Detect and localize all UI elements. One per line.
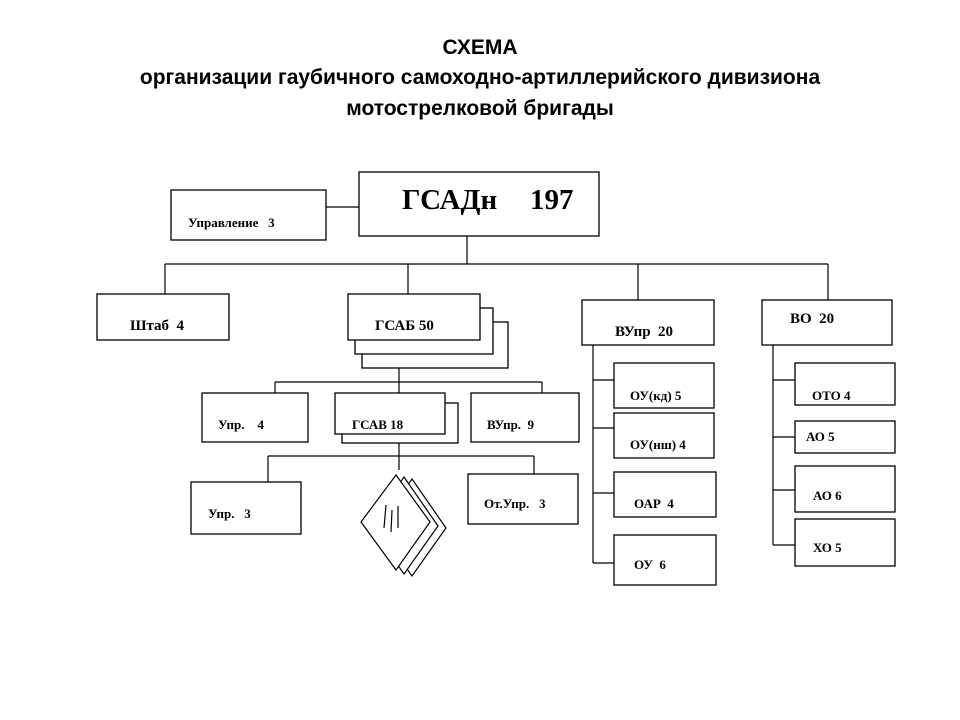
node-shtab-box (96, 293, 230, 341)
node-oto-box (794, 362, 896, 406)
node-gsab-upr-label: Упр. 4 (218, 417, 264, 432)
node-ou-nsh-box (613, 412, 715, 459)
node-ao6-box (794, 465, 896, 513)
node-xo-label: ХО 5 (813, 540, 842, 555)
node-root-count: 197 (530, 184, 574, 216)
node-oto-label: ОТО 4 (812, 388, 851, 403)
node-ao6-label: АО 6 (813, 488, 842, 503)
node-gsav-otupr-box (467, 473, 579, 525)
artillery-gun-symbol (360, 473, 447, 578)
node-vupr-box (581, 299, 715, 346)
node-xo-box (794, 518, 896, 567)
node-ou-kd-box (613, 362, 715, 409)
node-upravlenie-box (170, 189, 327, 241)
node-root-box (358, 171, 600, 237)
node-gsav-upr-label: Упр. 3 (208, 506, 251, 521)
node-ou-box (613, 534, 717, 586)
node-shtab-label: Штаб 4 (130, 318, 185, 334)
diagram-title-line3: мотострелковой бригады (346, 97, 614, 120)
node-gsav-otupr-label: От.Упр. 3 (484, 496, 546, 511)
node-gsav-upr-box (190, 481, 302, 535)
diagram-title-line2: организации гаубичного самоходно-артилле… (139, 66, 821, 89)
node-oar-box (613, 471, 717, 518)
node-ao5-label: АО 5 (806, 429, 835, 444)
node-vupr-label: ВУпр 20 (615, 324, 673, 340)
node-ao5-box (794, 420, 896, 454)
node-gsab-label: ГСАБ 50 (375, 318, 434, 334)
node-ou-kd-label: ОУ(кд) 5 (630, 388, 682, 403)
node-gsav-box (334, 392, 446, 435)
node-upravlenie-label: Управление 3 (188, 215, 275, 230)
node-gsab-vupr-label: ВУпр. 9 (487, 417, 535, 432)
node-ou-nsh-label: ОУ(нш) 4 (630, 437, 686, 452)
node-gsab-vupr-box (470, 392, 580, 443)
connector-lines (164, 206, 829, 564)
diagram-title-line1: СХЕМА (442, 36, 518, 59)
node-gsav-label: ГСАВ 18 (352, 417, 404, 432)
node-vo-box (761, 299, 893, 346)
node-gsab-box (347, 293, 481, 341)
node-root-name: ГСАДн (402, 184, 497, 216)
node-oar-label: ОАР 4 (634, 496, 674, 511)
node-ou-label: ОУ 6 (634, 557, 666, 572)
node-gsab-upr-box (201, 392, 309, 443)
node-vo-label: ВО 20 (790, 311, 834, 327)
